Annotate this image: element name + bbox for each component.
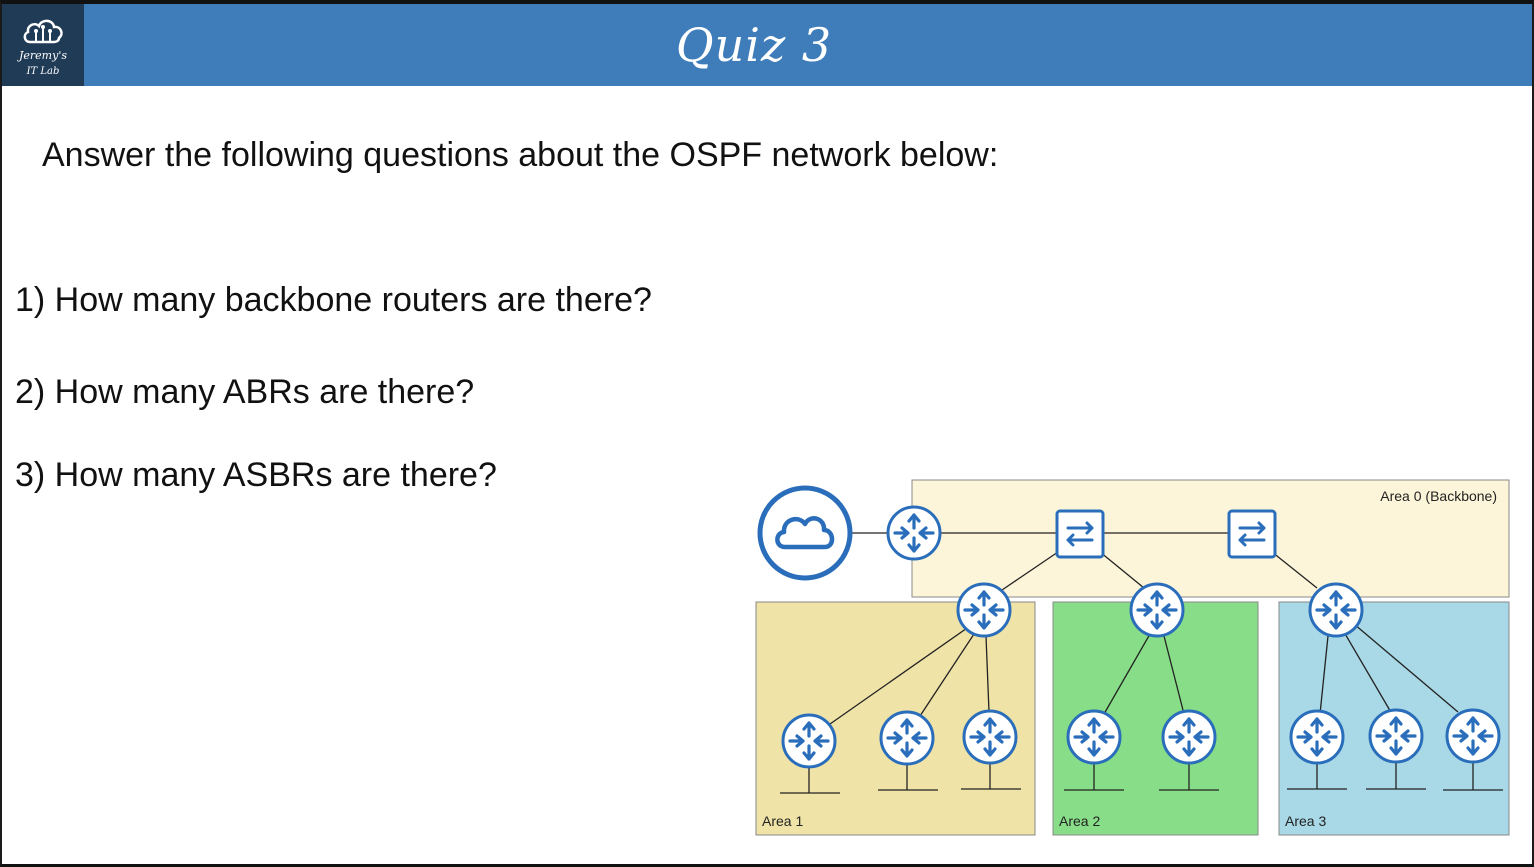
router-icon [1368,708,1424,764]
router-icon [956,582,1012,638]
area-1-label: Area 1 [762,813,803,829]
router-icon [1308,582,1364,638]
intro-text: Answer the following questions about the… [42,136,999,174]
area-0-box [911,479,1510,598]
internet-cloud-icon [757,485,853,581]
question-2: 2) How many ABRs are there? [15,373,475,411]
title-bar: Quiz 3 [2,4,1532,86]
router-icon [879,710,935,766]
cloud-circuit-icon [23,19,63,44]
router-icon [1161,709,1217,765]
area-2-label: Area 2 [1059,813,1100,829]
question-3: 3) How many ASBRs are there? [15,456,497,494]
area-0-label: Area 0 (Backbone) [1380,488,1497,504]
router-icon [1129,582,1185,638]
network-links [780,532,1503,794]
area-3-label: Area 3 [1285,813,1326,829]
logo-text-line1: Jeremy's [18,49,67,62]
switch-icon [1227,509,1277,559]
switch-icon [1055,509,1105,559]
router-icon [1066,709,1122,765]
slide-title: Quiz 3 [675,18,833,72]
ospf-network-diagram: Area 0 (Backbone) Area 1 Area 2 Area 3 [755,479,1510,836]
router-icon [886,505,942,561]
router-icon [962,709,1018,765]
logo-text-line2: IT Lab [26,66,60,77]
router-icon [1289,709,1345,765]
logo: Jeremy's IT Lab [2,4,84,86]
question-1: 1) How many backbone routers are there? [15,281,652,319]
router-icon [781,713,837,769]
router-icon [1445,708,1501,764]
